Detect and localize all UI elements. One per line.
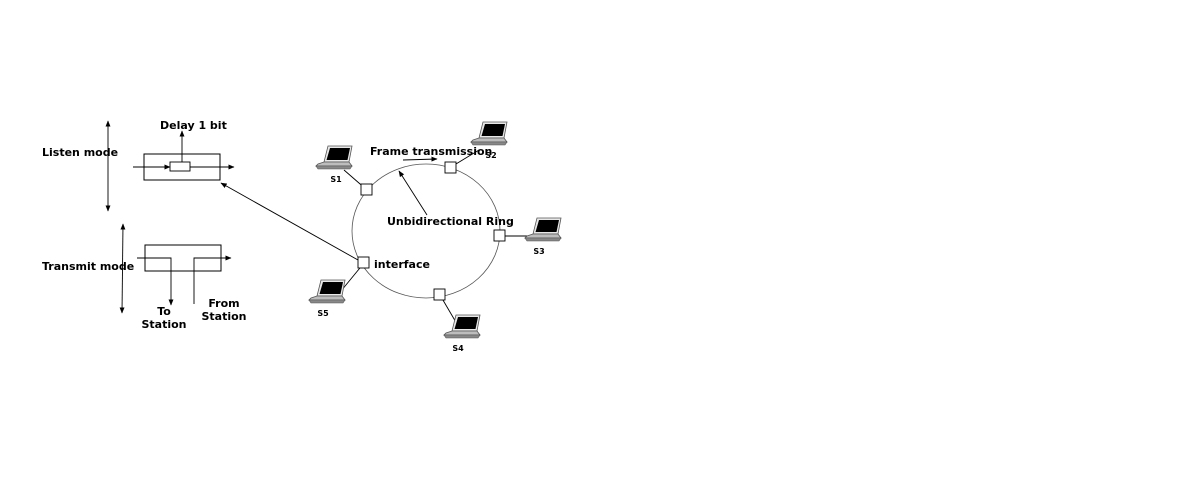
s5-label: S5	[317, 309, 329, 318]
to-station-label-line1: To	[157, 305, 171, 318]
ring-pointer-arrow	[398, 170, 428, 216]
to-station-label-line2: Station	[141, 318, 186, 331]
s2-interface	[444, 161, 457, 174]
from-station-label-line1: From	[208, 297, 239, 310]
s5-interface	[357, 256, 370, 269]
frame-transmission-label: Frame transmission	[370, 145, 492, 158]
listen-mode-label: Listen mode	[42, 146, 118, 159]
s2-label: S2	[485, 151, 496, 160]
s2-laptop-icon	[470, 121, 508, 146]
s3-laptop-icon	[524, 217, 562, 242]
ring-label: Unbidirectional Ring	[387, 215, 514, 228]
s1-laptop-icon	[315, 145, 353, 170]
interface-pointer-arrow	[220, 182, 359, 261]
s1-interface	[360, 183, 373, 196]
s4-laptop-icon	[443, 314, 481, 339]
transmit-mode-label: Transmit mode	[42, 260, 134, 273]
from-station-path	[193, 255, 232, 304]
delay-label: Delay 1 bit	[160, 119, 227, 132]
s3-label: S3	[533, 247, 544, 256]
to-station-path	[137, 257, 174, 306]
ring-section: S1 S2 S3 S4 S5 Frame transmission Unbidi…	[308, 121, 562, 353]
ring	[351, 163, 501, 299]
s1-label: S1	[330, 175, 342, 184]
listen-mode-section: Listen mode Delay 1 bit	[42, 119, 235, 212]
s4-label: S4	[452, 344, 464, 353]
transmit-mode-section: Transmit mode To Station From Station	[42, 223, 247, 331]
s3-interface	[493, 229, 506, 242]
s4-interface	[433, 288, 446, 301]
transmit-mode-vertical-arrow	[119, 223, 126, 314]
interface-label: interface	[374, 258, 430, 271]
s5-laptop-icon	[308, 279, 346, 304]
frame-transmission-arrow	[402, 156, 438, 162]
delay-bit-buffer	[169, 161, 191, 172]
from-station-label-line2: Station	[201, 310, 246, 323]
